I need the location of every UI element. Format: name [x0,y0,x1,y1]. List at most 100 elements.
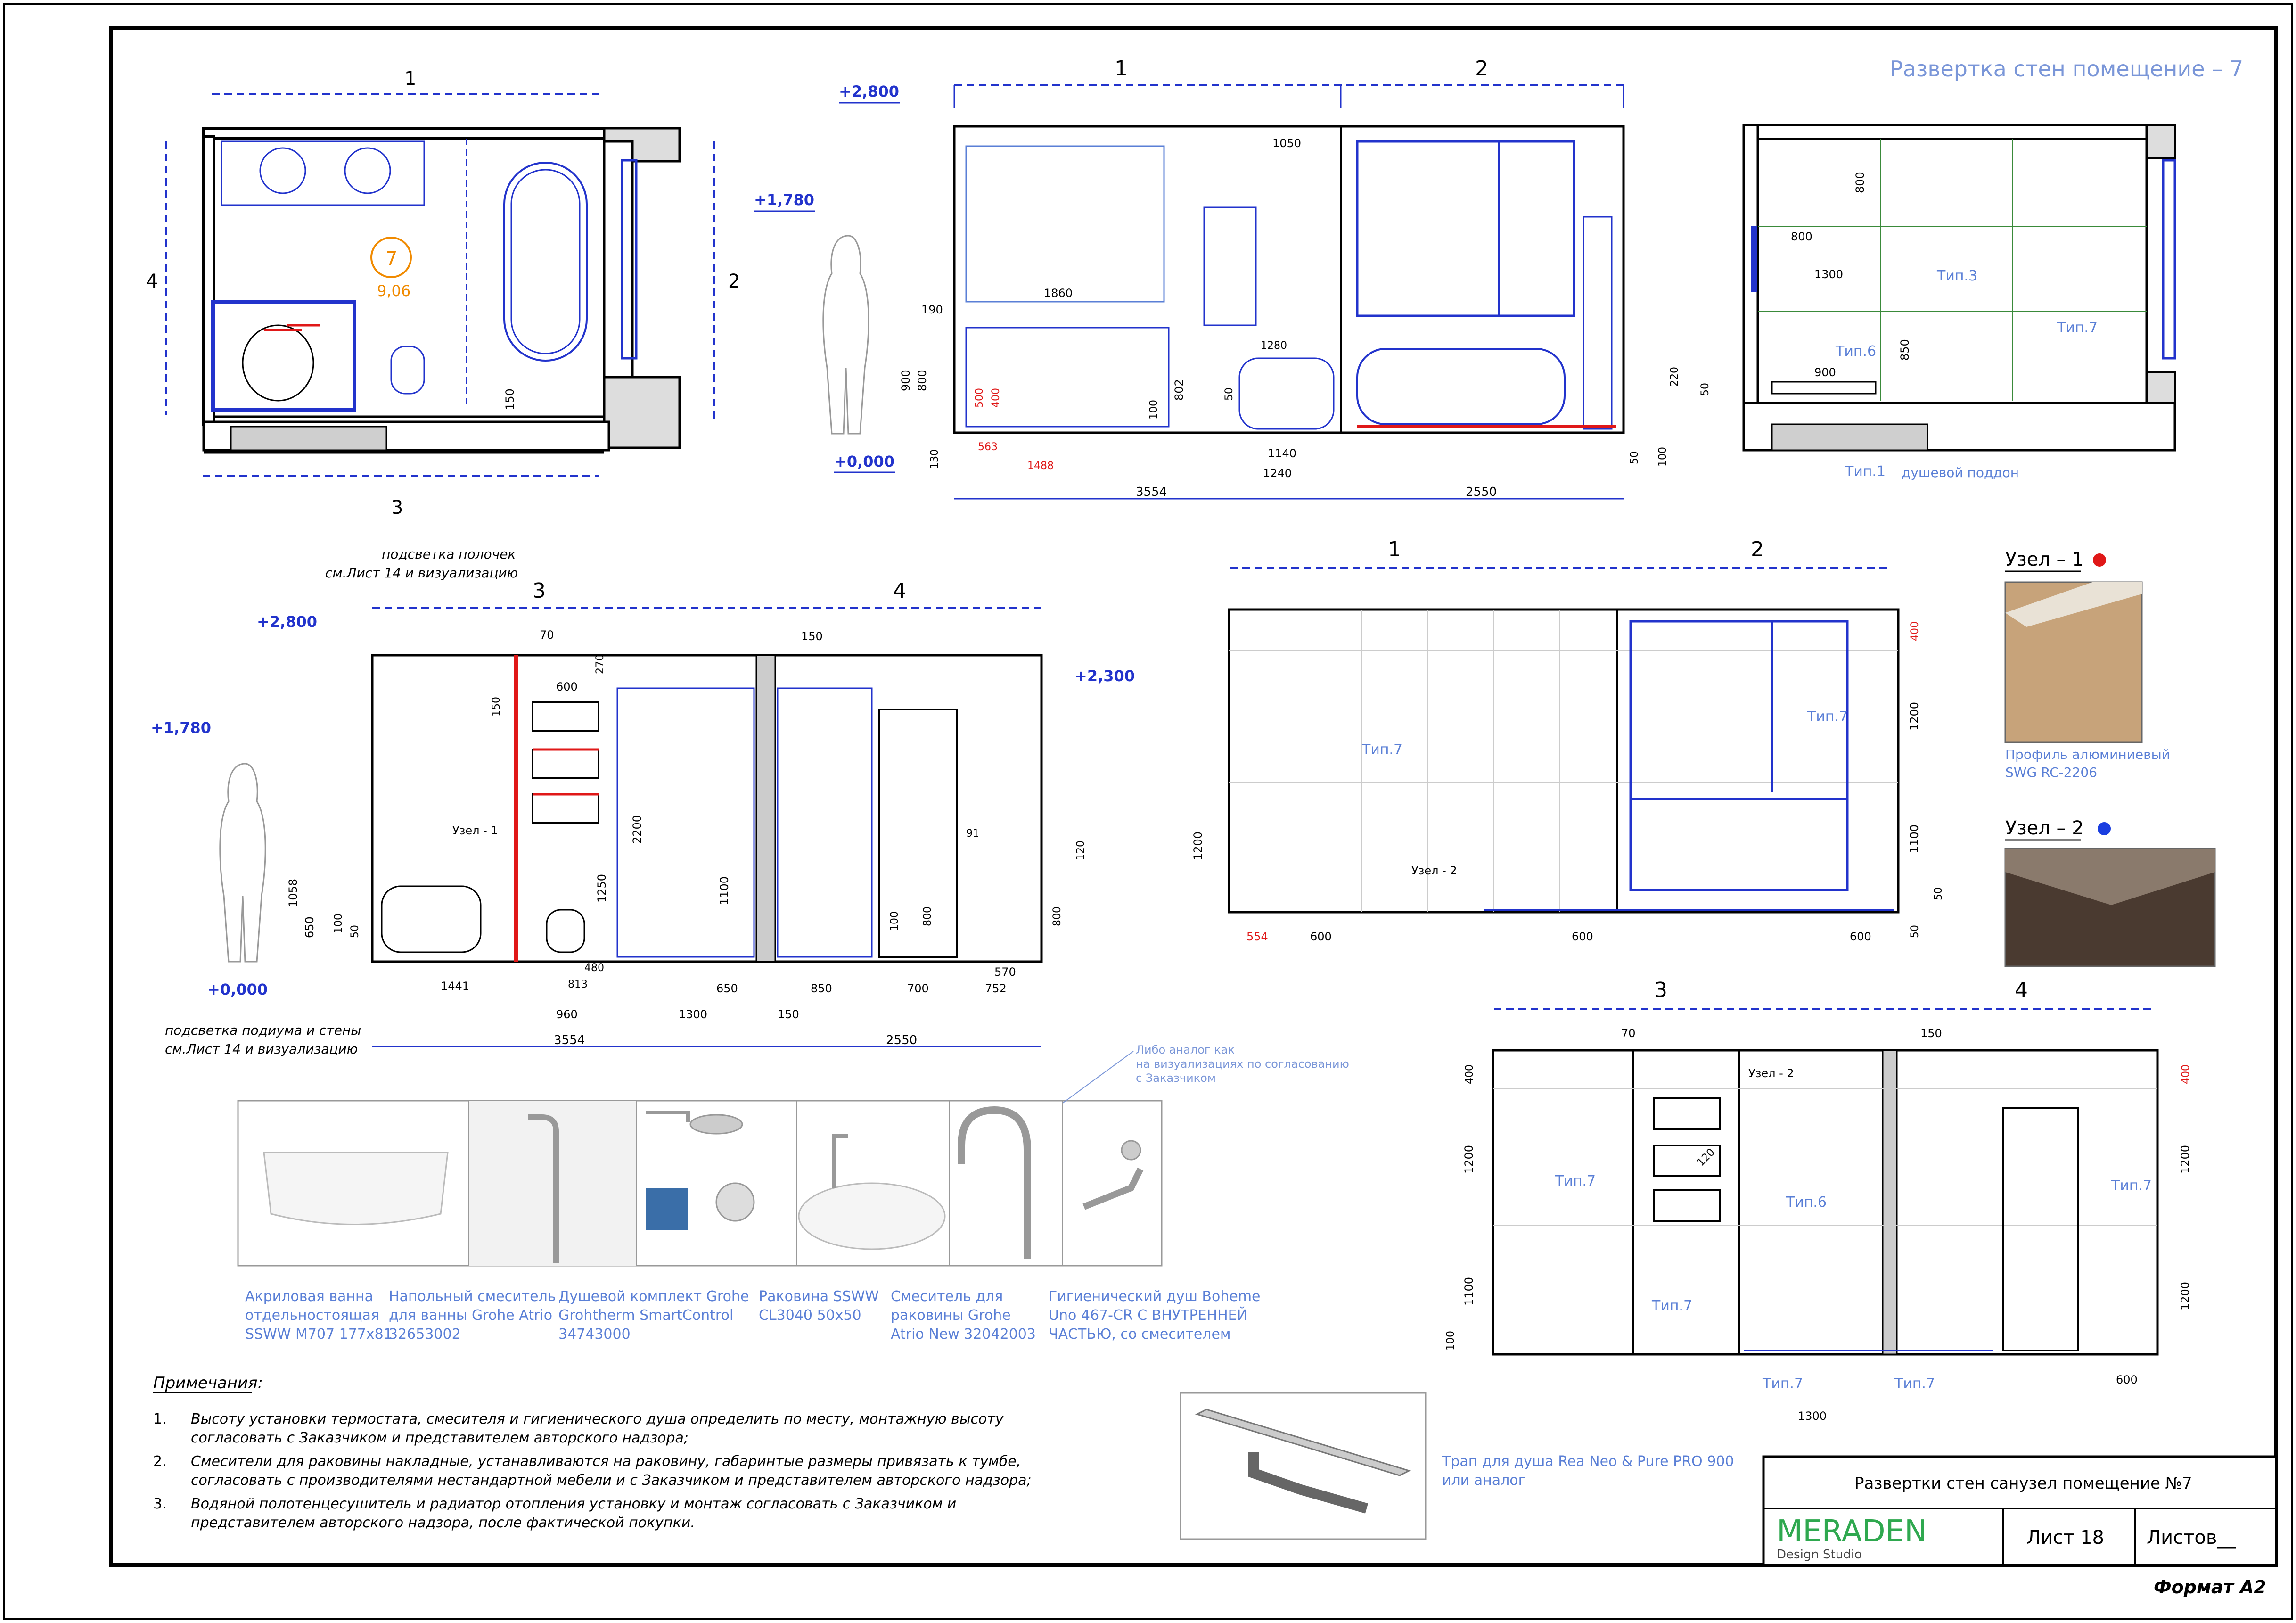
node-1-caption-2: SWG RC-2206 [2005,765,2097,780]
elev34-dim-1058: 1058 [287,879,300,907]
note-1-num: 1. [153,1411,167,1427]
tile12-uzel-2: Узел - 2 [1411,864,1457,877]
tile12-dim-right-1100: 1100 [1908,824,1921,853]
sheet-title: Развертка стен помещение – 7 [1890,56,2243,82]
product-strip: Либо аналог как на визуализациях по согл… [237,1043,1349,1267]
product-1-line-2: отдельностоящая [245,1307,379,1324]
tile-layout-1-2: 1 2 Тип.7 Тип.7 Узел - 2 1200 400 1200 1… [1191,537,1944,943]
elev12-dim-220: 220 [1669,367,1681,387]
elev12-dim-802: 802 [1173,379,1186,401]
tile12-dim-bot-600b: 600 [1572,930,1593,943]
node-1-caption-1: Профиль алюминиевый [2005,747,2170,762]
elev34-dim-813: 813 [568,979,588,990]
elev34-dim-570: 570 [994,965,1016,979]
tile12-dim-right-50a: 50 [1933,887,1944,900]
elev34-dim-150b: 150 [491,697,502,717]
tile12-dim-right-50b: 50 [1909,925,1921,938]
elev34-wall-label-4: 4 [893,579,906,603]
note-2-line-2: согласовать с производителями нестандарт… [191,1472,1032,1489]
elev34-dim-650: 650 [303,916,316,938]
room-marker [370,237,412,278]
brand-subtitle: Design Studio [1777,1548,1862,1562]
elev34-level-2800: +2,800 [257,613,317,631]
elev34-dim-600: 600 [556,680,578,693]
node-1-title: Узел – 1 [2005,549,2084,570]
person-silhouette [822,235,869,435]
product-captions: Акриловая ванна отдельностоящая SSWW M70… [245,1288,1261,1343]
tile12-dim-bot-600c: 600 [1850,930,1871,943]
note-2-num: 2. [153,1453,167,1470]
elev12-dim-1050: 1050 [1272,137,1301,150]
elev12-dim-100: 100 [1148,400,1160,420]
elev12-dim-190: 190 [921,303,943,316]
tile34-dim-1300: 1300 [1798,1409,1827,1423]
basin-mixer-image [958,1106,1031,1259]
tile-layout-3-4: 3 4 Тип.7 Тип.6 Тип.7 Тип.7 Тип.7 Тип.7 … [1445,978,2192,1423]
product-3-line-3: 34743000 [558,1326,631,1343]
tile34-dim-120: 120 [1695,1146,1717,1169]
elev34-dims: 70 150 600 270 150 2200 1250 1100 1058 6… [287,628,1087,1047]
elev34-dim-270: 270 [594,654,606,674]
note-3-line-2: представителем авторского надзора, после… [191,1515,695,1531]
brand-name: MERADEN [1777,1514,1927,1549]
sheet-number: Лист 18 [2026,1527,2104,1549]
tile34-uzel-2: Узел - 2 [1748,1067,1794,1080]
side-tag-tip1: Тип.1 [1845,463,1886,480]
side-tag-tip3: Тип.3 [1936,268,1977,284]
elev34-dim-1100: 1100 [718,876,731,905]
product-5-line-3: Atrio New 32042003 [891,1326,1036,1343]
elev34-dim-100b: 100 [889,911,901,931]
elev12-dim-2550: 2550 [1466,485,1497,499]
tile34-tag-6: Тип.7 [1894,1376,1935,1392]
elev34-note-bot-2: см.Лист 14 и визуализацию [165,1041,358,1057]
title-block: Развертки стен санузел помещение №7 MERA… [1762,1455,2278,1566]
elev34-wall-label-3: 3 [533,579,546,603]
side-dim-800b: 800 [1791,230,1812,243]
bath-mixer-image [528,1114,559,1263]
elev12-dim-563: 563 [978,441,998,453]
elev34-dim-91: 91 [966,828,979,840]
sheet-count: Листов__ [2147,1527,2236,1549]
tile12-tag-1: Тип.7 [1361,741,1402,758]
tile12-dim-bot-554: 554 [1246,930,1268,943]
elev34-level-1780: +1,780 [151,719,211,737]
node-details: Узел – 1 Профиль алюминиевый SWG RC-2206… [2004,549,2216,967]
tile34-dim-top-70: 70 [1621,1027,1636,1040]
node-2-marker [2098,822,2111,835]
elev34-dim-150c: 150 [778,1008,799,1021]
elev12-dim-1860: 1860 [1044,287,1073,300]
plan-dim-150: 150 [503,388,517,410]
title-block-title: Развертки стен санузел помещение №7 [1854,1474,2192,1493]
elev12-dim-900: 900 [899,370,912,391]
product-1-line-1: Акриловая ванна [245,1288,373,1305]
elevation-walls-3-4: 3 4 подсветка полочек см.Лист 14 и визуа… [151,546,1135,1057]
notes: Примечания: 1. Высоту установки термоста… [153,1374,1032,1531]
elev34-dim-100: 100 [333,914,344,933]
elev34-note-top-2: см.Лист 14 и визуализацию [325,565,518,581]
tile34-dim-left-1200: 1200 [1462,1145,1476,1174]
elev12-wall-label-2: 2 [1475,57,1488,81]
elev12-level-0: +0,000 [834,453,894,470]
product-6-line-1: Гигиенический душ Boheme [1049,1288,1261,1305]
tile34-tag-2: Тип.6 [1786,1194,1827,1211]
note-3-num: 3. [153,1496,167,1512]
note-1-line-2: согласовать с Заказчиком и представителе… [191,1430,689,1446]
elev34-level-0: +0,000 [207,980,268,998]
note-3-line-1: Водяной полотенцесушитель и радиатор ото… [191,1496,956,1512]
product-2-line-1: Напольный смеситель [389,1288,556,1305]
elev34-dim-960: 960 [556,1008,578,1021]
elev12-level-1780: +1,780 [754,191,814,209]
tile34-dim-left-100: 100 [1445,1331,1457,1351]
elev34-dim-50: 50 [349,925,361,938]
elev34-dim-1300: 1300 [679,1008,707,1021]
elev34-dim-752: 752 [985,982,1007,995]
note-1-line-1: Высоту установки термостата, смесителя и… [191,1411,1004,1427]
elev12-dim-3554: 3554 [1136,485,1167,499]
drain-product: Трап для душа Rea Neo & Pure PRO 900 или… [1180,1392,1734,1540]
format-label: Формат А2 [2154,1577,2266,1598]
tile12-wall-label-1: 1 [1388,537,1401,561]
side-dim-850: 850 [1898,339,1911,361]
elev34-dim-2200: 2200 [631,815,644,844]
elev34-dim-70: 70 [540,628,554,642]
elev34-dim-150: 150 [801,630,823,643]
